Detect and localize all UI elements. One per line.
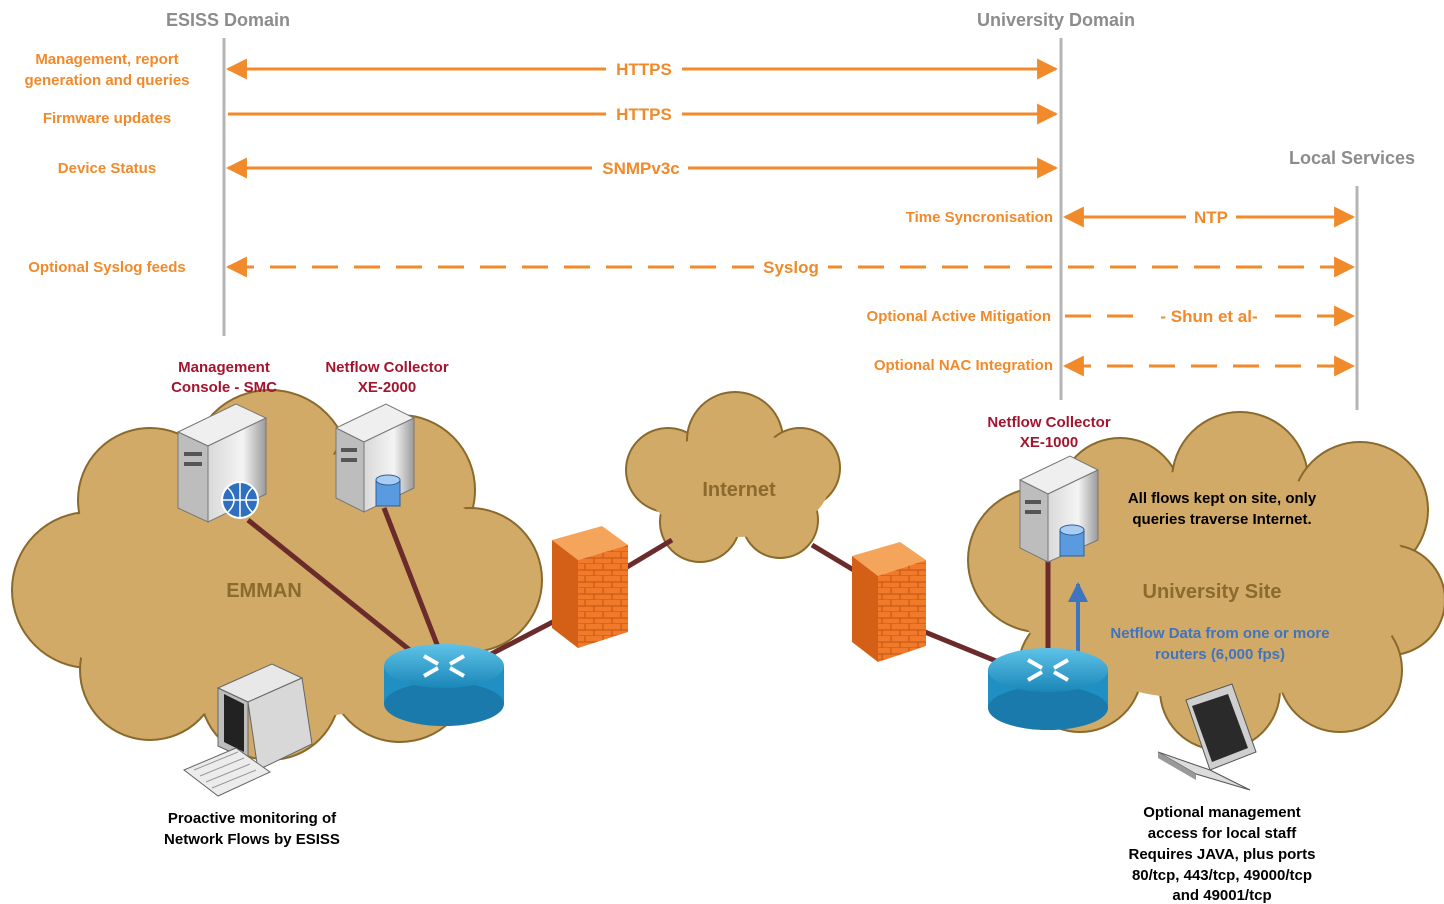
- smc-label-line1: Management: [178, 359, 270, 376]
- optional-access-note-line4: 80/tcp, 443/tcp, 49000/tcp: [1132, 867, 1312, 884]
- management-label-line1: Management, report: [35, 51, 178, 68]
- xe1000-label-line2: XE-1000: [1020, 434, 1078, 451]
- optional-access-note-line3: Requires JAVA, plus ports: [1129, 846, 1316, 863]
- router-left-icon: [384, 644, 504, 726]
- https-bg-1: [606, 58, 682, 80]
- ntp-bg: [1186, 206, 1236, 228]
- emman-label: EMMAN: [226, 580, 302, 602]
- netflow-data-note-line2: routers (6,000 fps): [1155, 646, 1285, 663]
- firewall-right-icon: [852, 542, 926, 662]
- https-bg-2: [606, 103, 682, 125]
- flows-kept-note-line2: queries traverse Internet.: [1132, 511, 1311, 528]
- ntp-protocol: NTP: [1194, 208, 1228, 227]
- management-protocol: HTTPS: [616, 60, 672, 79]
- xe2000-label-line2: XE-2000: [358, 379, 416, 396]
- local-services-title: Local Services: [1289, 148, 1415, 168]
- syslog-bg: [754, 256, 828, 278]
- internet-cloud: [625, 391, 841, 563]
- mitigation-label: Optional Active Mitigation: [867, 308, 1051, 325]
- xe1000-server-icon: [1018, 455, 1100, 563]
- firmware-protocol: HTTPS: [616, 105, 672, 124]
- management-label-line2: generation and queries: [24, 72, 189, 89]
- snmp-bg: [592, 157, 688, 179]
- university-site-label: University Site: [1143, 581, 1282, 603]
- internet-label: Internet: [702, 479, 776, 501]
- optional-access-note-line2: access for local staff: [1148, 825, 1297, 842]
- syslog-protocol: Syslog: [763, 258, 819, 277]
- proactive-note-line2: Network Flows by ESISS: [164, 831, 340, 848]
- mitigation-protocol: - Shun et al-: [1160, 307, 1257, 326]
- xe1000-label-line1: Netflow Collector: [987, 414, 1111, 431]
- link-xe2000-router: [381, 507, 448, 666]
- university-domain-title: University Domain: [977, 10, 1135, 30]
- device-status-label: Device Status: [58, 160, 156, 177]
- xe2000-server-icon: [334, 403, 416, 513]
- shun-bg: [1145, 305, 1273, 327]
- time-sync-label: Time Syncronisation: [906, 209, 1053, 226]
- esiss-domain-title: ESISS Domain: [166, 10, 290, 30]
- link-smc-router: [246, 518, 434, 670]
- firewall-left-icon: [552, 526, 628, 648]
- smc-server-icon: [176, 403, 268, 523]
- xe2000-label-line1: Netflow Collector: [325, 359, 449, 376]
- device-status-protocol: SNMPv3c: [602, 159, 679, 178]
- router-right-icon: [988, 648, 1108, 730]
- link-firewall-internet-left: [620, 537, 674, 573]
- firmware-label: Firmware updates: [43, 110, 171, 127]
- netflow-data-note-line1: Netflow Data from one or more: [1110, 625, 1329, 642]
- desktop-computer-icon: [183, 663, 313, 797]
- optional-access-note-line5: and 49001/tcp: [1172, 887, 1271, 904]
- flows-kept-note-line1: All flows kept on site, only: [1128, 490, 1317, 507]
- laptop-icon: [1157, 683, 1257, 791]
- smc-label-line2: Console - SMC: [171, 379, 277, 396]
- optional-access-note-line1: Optional management: [1143, 804, 1301, 821]
- nac-label: Optional NAC Integration: [874, 357, 1053, 374]
- syslog-label: Optional Syslog feeds: [28, 259, 186, 276]
- proactive-note-line1: Proactive monitoring of: [168, 810, 337, 827]
